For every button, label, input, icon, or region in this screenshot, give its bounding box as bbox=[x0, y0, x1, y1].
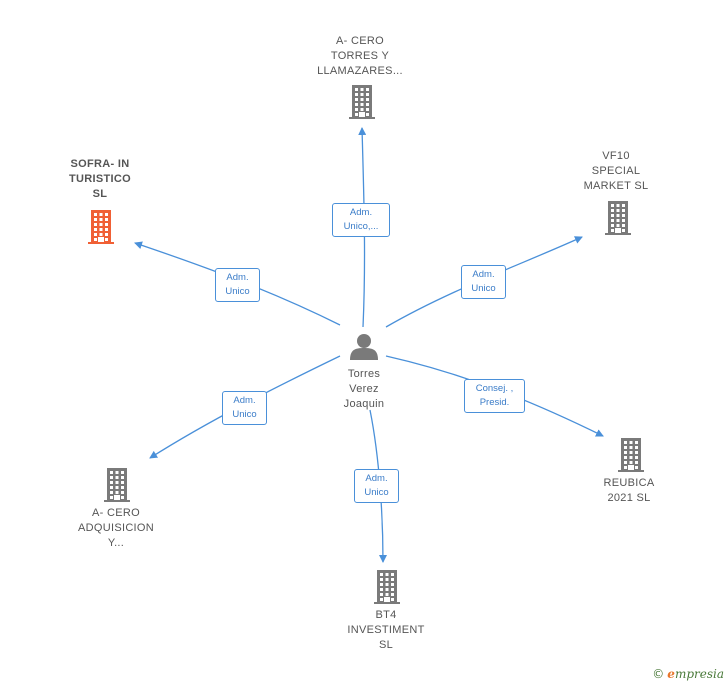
building-icon[interactable] bbox=[605, 201, 631, 235]
company-name-bt4[interactable]: BT4 INVESTIMENT SL bbox=[347, 609, 425, 651]
copyright-icon: © bbox=[652, 667, 665, 681]
role-label-a-cero-adq: Adm. Unico bbox=[222, 391, 267, 425]
company-name-sofra[interactable]: SOFRA- IN TURISTICO SL bbox=[69, 158, 131, 200]
role-label-a-cero-torres: Adm. Unico,... bbox=[332, 203, 390, 237]
building-icon[interactable] bbox=[88, 210, 114, 244]
company-name-reubica[interactable]: REUBICA 2021 SL bbox=[603, 477, 655, 504]
role-label-reubica: Consej. , Presid. bbox=[464, 379, 525, 413]
building-icon[interactable] bbox=[104, 468, 130, 502]
role-label-sofra: Adm. Unico bbox=[215, 268, 260, 302]
person-icon[interactable] bbox=[350, 334, 378, 360]
role-label-bt4: Adm. Unico bbox=[354, 469, 399, 503]
building-icon[interactable] bbox=[349, 85, 375, 119]
building-icon[interactable] bbox=[618, 438, 644, 472]
company-name-vf10[interactable]: VF10 SPECIAL MARKET SL bbox=[583, 150, 649, 192]
company-name-a-cero-torres[interactable]: A- CERO TORRES Y LLAMAZARES... bbox=[317, 35, 403, 77]
company-name-a-cero-adq[interactable]: A- CERO ADQUISICION Y... bbox=[77, 507, 155, 549]
role-label-vf10: Adm. Unico bbox=[461, 265, 506, 299]
person-name[interactable]: Torres Verez Joaquin bbox=[343, 368, 385, 410]
building-icon[interactable] bbox=[374, 570, 400, 604]
empresia-logo: ©empresia bbox=[652, 667, 724, 681]
